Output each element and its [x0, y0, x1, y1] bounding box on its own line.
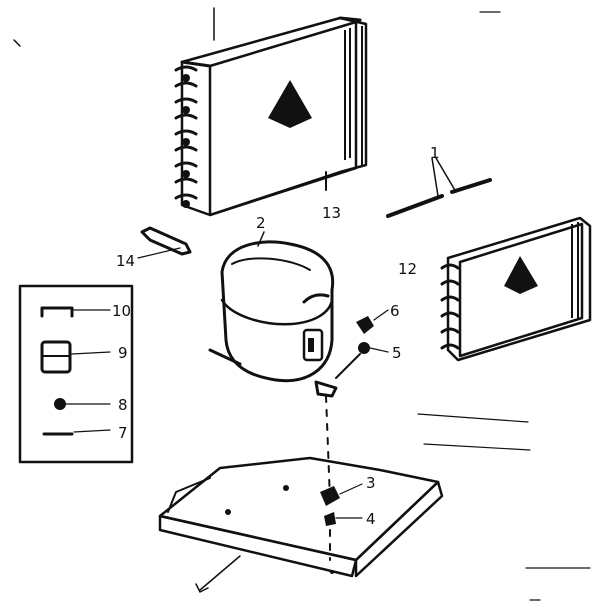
callout-6: 6 [390, 302, 400, 320]
evaporator-coil-part-12 [440, 216, 592, 362]
callout-7: 7 [118, 424, 128, 442]
callout-1: 1 [430, 144, 440, 162]
background-lines [417, 11, 591, 601]
condenser-coil-part-13 [13, 7, 368, 217]
callout-10: 10 [112, 302, 131, 320]
callout-3: 3 [366, 474, 376, 492]
small-parts-panel [18, 284, 134, 464]
leader-lines-part-11 [386, 157, 492, 218]
callout-9: 9 [118, 344, 128, 362]
grommet-part-3 [320, 483, 363, 506]
callout-4: 4 [366, 510, 376, 528]
callout-13: 13 [322, 204, 341, 222]
compressor-part-2 [208, 231, 361, 398]
base-pan [158, 456, 444, 593]
callout-8: 8 [118, 396, 128, 414]
grommet-part-5 [358, 342, 389, 354]
spacer-part-4 [324, 512, 363, 526]
tube-part-14 [137, 226, 192, 259]
fitting-part-6 [356, 309, 389, 334]
callout-2: 2 [256, 214, 266, 232]
callout-5: 5 [392, 344, 402, 362]
callout-14: 14 [116, 252, 135, 270]
callout-12: 12 [398, 260, 417, 278]
